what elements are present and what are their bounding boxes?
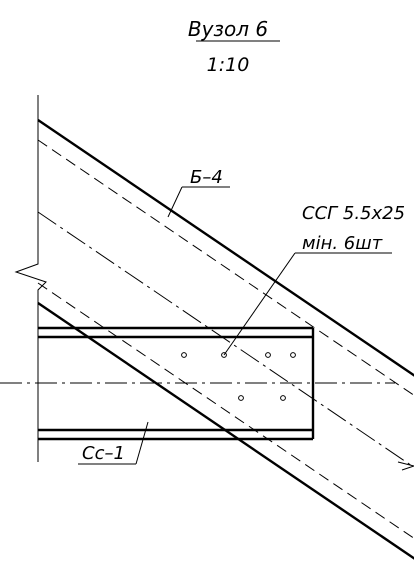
rafter-member xyxy=(37,119,414,560)
screw-hole xyxy=(280,395,286,401)
screw-leader xyxy=(223,252,392,356)
screw-hole xyxy=(290,352,296,358)
rafter-label: Б–4 xyxy=(190,167,223,188)
post-member xyxy=(0,326,395,441)
screw-holes xyxy=(181,352,296,401)
screw-label-line1: ССГ 5.5х25 xyxy=(302,203,405,224)
wall-break-line xyxy=(14,95,47,462)
post-label: Сс–1 xyxy=(82,443,125,464)
screw-hole xyxy=(238,395,244,401)
edge-break-mark xyxy=(397,461,414,471)
drawing-title: Вузол 6 xyxy=(188,17,268,41)
screw-hole xyxy=(265,352,271,358)
drawing-scale: 1:10 xyxy=(207,54,250,76)
rafter-leader xyxy=(167,186,230,218)
screw-hole xyxy=(221,352,227,358)
screw-hole xyxy=(181,352,187,358)
screw-label-line2: мін. 6шт xyxy=(302,233,383,254)
post-leader xyxy=(78,421,149,465)
